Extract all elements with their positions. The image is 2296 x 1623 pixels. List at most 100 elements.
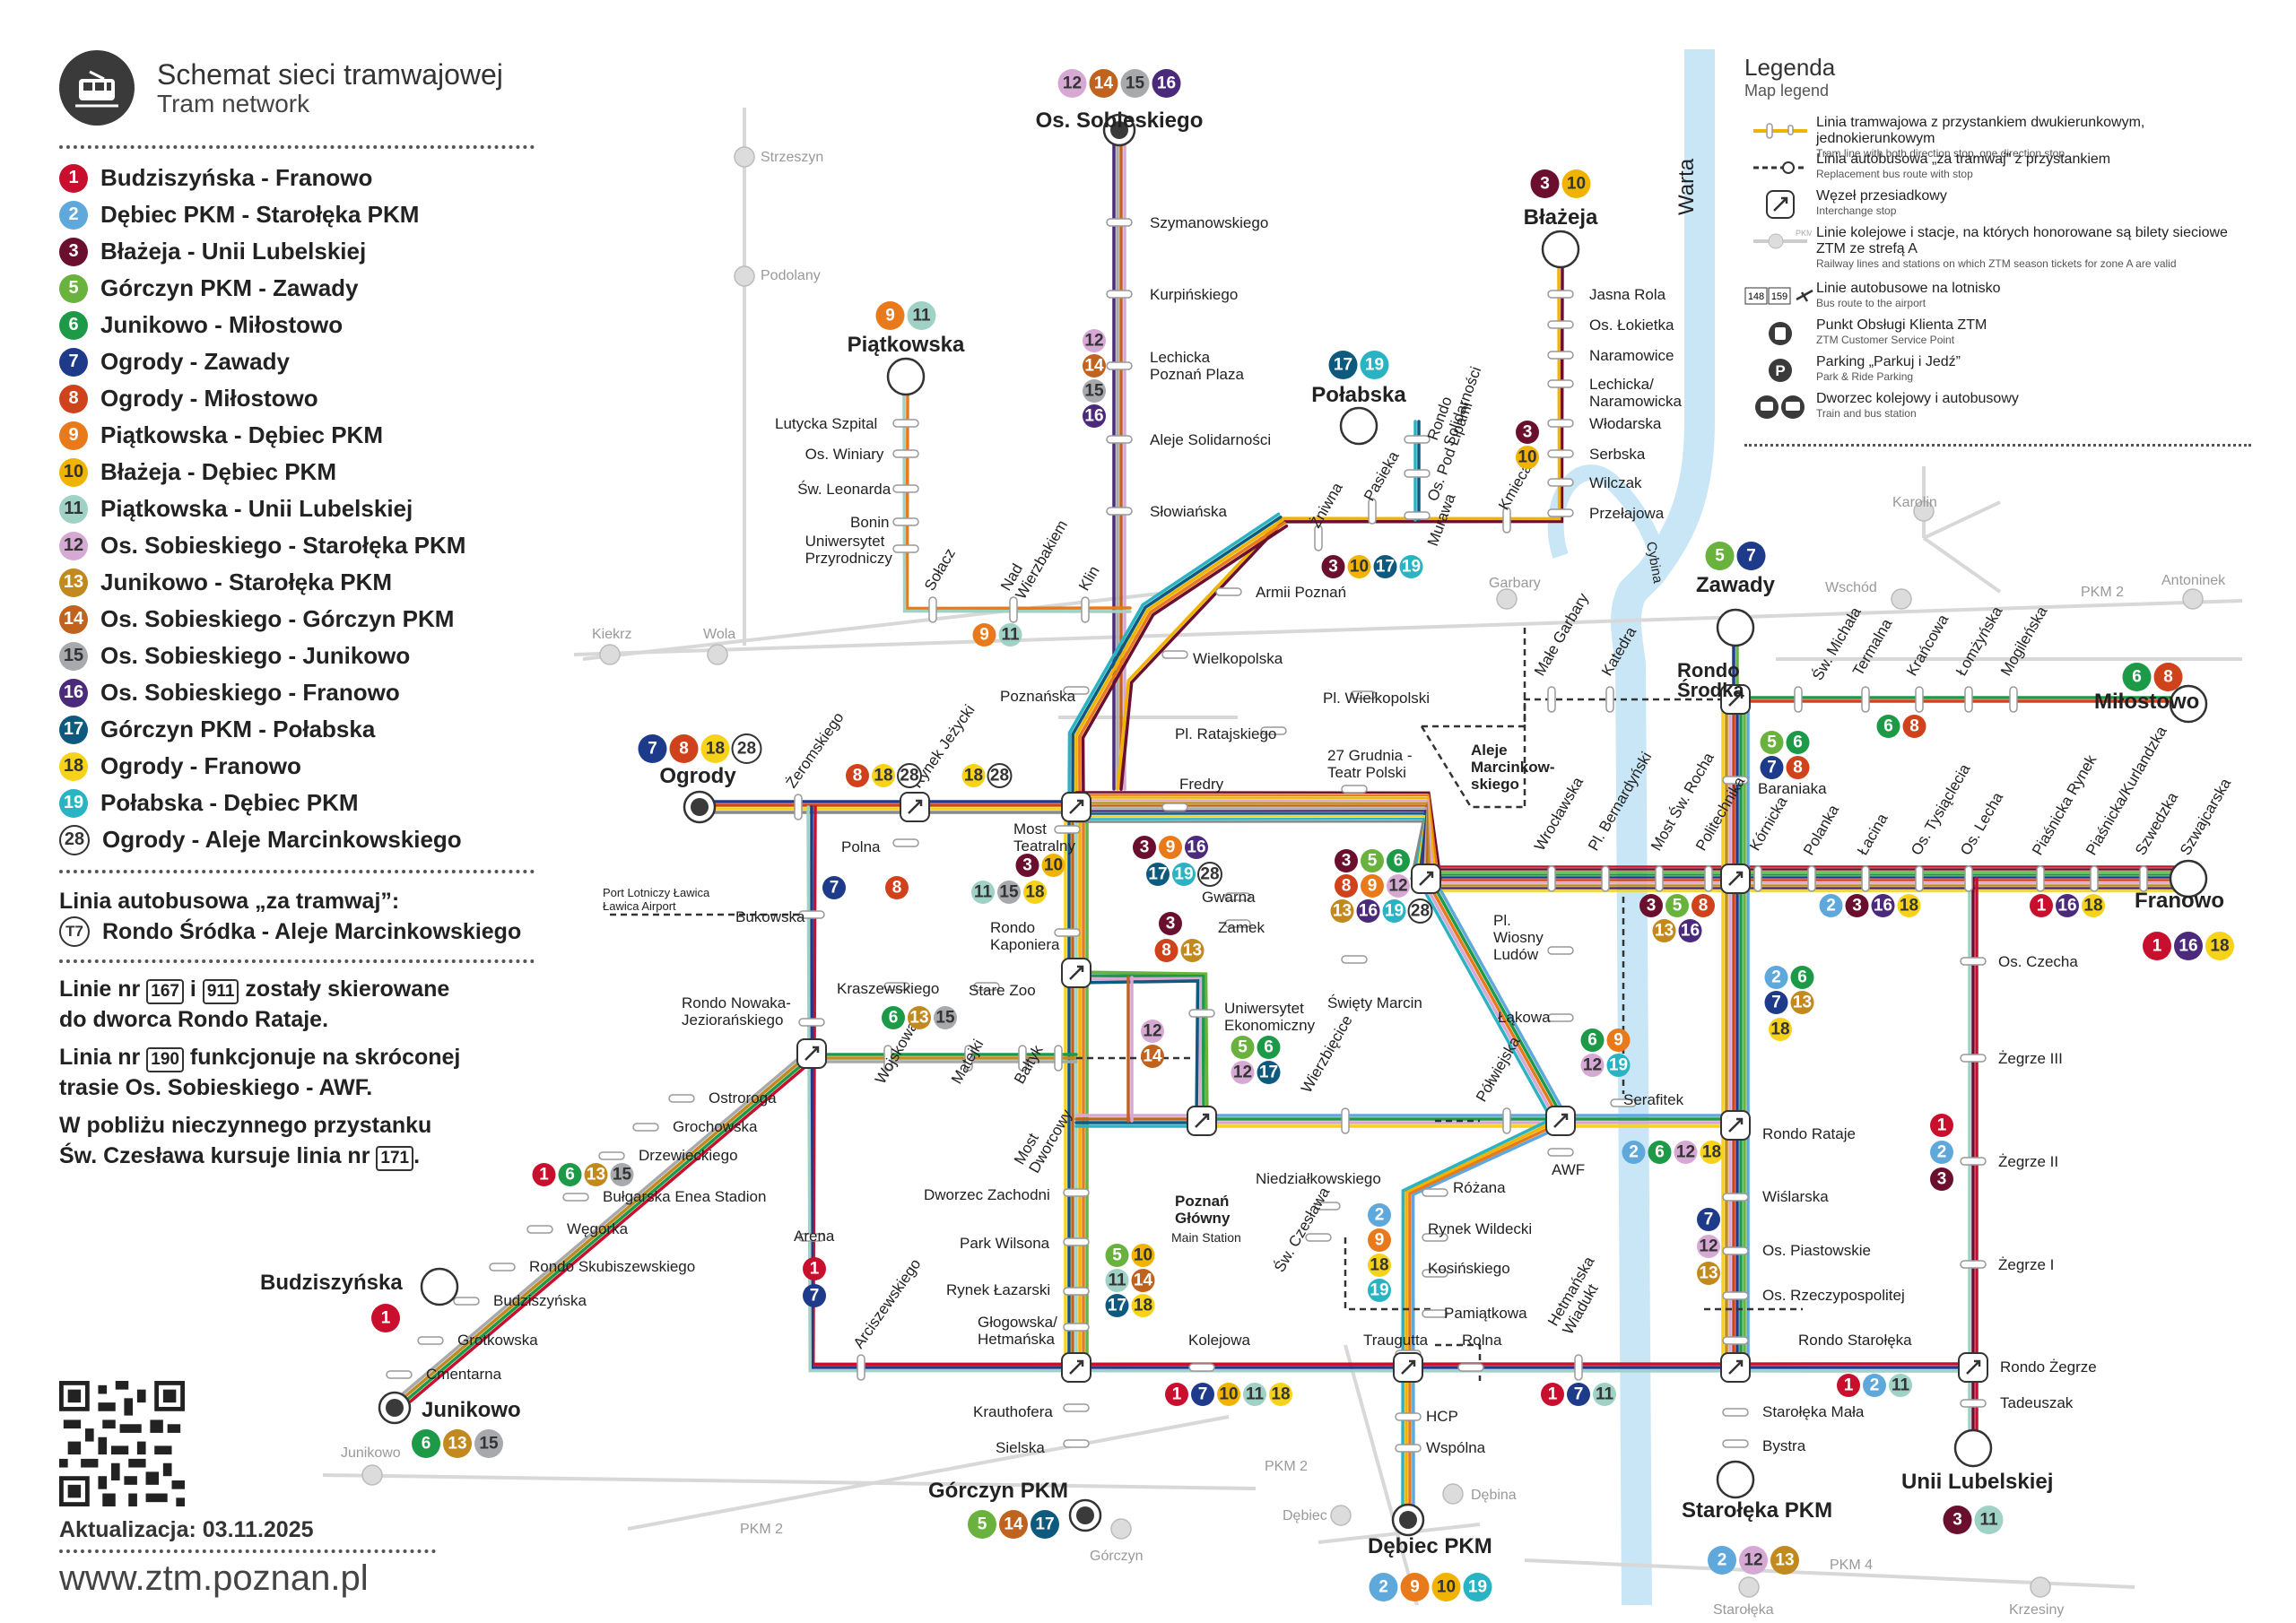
stop-marker	[1063, 1237, 1090, 1246]
stop-marker	[526, 1225, 553, 1234]
stop-label: Budziszyńska	[493, 1292, 587, 1309]
svg-text:9: 9	[1613, 1031, 1623, 1050]
line-badge-11: 11	[1974, 1506, 2004, 1534]
terminus-8[interactable]	[420, 1267, 459, 1306]
interchange-icon[interactable]	[1720, 1110, 1751, 1141]
stop-label: Bułgarska Enea Stadion	[603, 1188, 766, 1205]
svg-text:14: 14	[1143, 1047, 1162, 1066]
stop-marker	[1422, 1233, 1448, 1242]
svg-text:12: 12	[1143, 1022, 1161, 1041]
stop-marker	[1574, 1354, 1583, 1381]
interchange-icon[interactable]	[796, 1038, 827, 1069]
terminus-10[interactable]	[1068, 1498, 1102, 1532]
stop-label: Sołacz	[921, 545, 959, 594]
svg-text:13: 13	[1793, 994, 1812, 1012]
interchange-icon[interactable]	[1061, 792, 1091, 822]
route-name: Błażeja - Unii Lubelskiej	[100, 238, 367, 265]
interchange-icon[interactable]	[900, 792, 930, 822]
line-badge-3: 3	[1321, 555, 1345, 578]
svg-text:28: 28	[990, 767, 1009, 785]
stop-label: Drzewieckiego	[639, 1147, 738, 1164]
line-badge-16: 16	[1083, 404, 1106, 428]
svg-text:1: 1	[381, 1309, 391, 1328]
interchange-icon[interactable]	[1545, 1106, 1576, 1136]
stop-marker	[1753, 865, 1762, 892]
stop-marker	[1422, 1269, 1448, 1278]
stop-marker	[2090, 865, 2099, 892]
svg-text:10: 10	[1134, 1246, 1152, 1265]
stop-label: Park Wilsona	[960, 1235, 1050, 1252]
stop-marker	[892, 419, 919, 428]
terminus-12[interactable]	[1716, 1460, 1755, 1499]
rail-station-icon	[1891, 588, 1912, 610]
stop-marker	[1964, 686, 1973, 713]
terminus-11[interactable]	[1391, 1503, 1425, 1537]
route-name: Os. Sobieskiego - Górczyn PKM	[100, 605, 455, 632]
route-badge: 16	[59, 678, 88, 707]
svg-text:6: 6	[1793, 733, 1803, 752]
interchange-icon[interactable]	[1393, 1352, 1423, 1383]
website-link[interactable]: www.ztm.poznan.pl	[59, 1558, 369, 1598]
rail-label: Junikowo	[341, 1445, 401, 1461]
terminus-1[interactable]	[1541, 230, 1580, 269]
stop-marker	[1915, 686, 1924, 713]
interchange-icon[interactable]	[1061, 1352, 1091, 1383]
route-badge: 12	[59, 531, 88, 560]
interchange-icon[interactable]	[1187, 1106, 1217, 1136]
tram-line-17	[1071, 515, 1283, 809]
tram-line-6	[1427, 875, 1566, 1121]
stop-label: Zamek	[1218, 919, 1265, 936]
interchange-icon[interactable]	[1720, 864, 1751, 894]
line-badge-28: 28	[1197, 862, 1222, 887]
interchange-icon[interactable]	[1720, 684, 1751, 715]
terminus-2[interactable]	[886, 357, 926, 396]
stop-marker	[928, 596, 937, 623]
route-badge: 17	[59, 715, 88, 744]
terminus-7[interactable]	[2169, 859, 2208, 898]
interchange-icon[interactable]	[1411, 864, 1441, 894]
route-name: Dębiec PKM - Starołęka PKM	[100, 201, 420, 228]
line-badge-6: 6	[1876, 715, 1900, 738]
line-badge-18: 18	[2082, 894, 2105, 917]
line-badge-7: 7	[1760, 756, 1784, 779]
route-name: Ogrody - Aleje Marcinkowskiego	[102, 826, 462, 853]
terminus-4[interactable]	[683, 790, 717, 824]
route-name: Ogrody - Zawady	[100, 348, 290, 375]
terminus-13[interactable]	[1953, 1428, 1993, 1468]
line-badge-13: 13	[1330, 899, 1354, 923]
line-badge-5: 5	[1665, 894, 1689, 917]
stop-label: Jasna Rola	[1589, 286, 1666, 303]
line-badge-19: 19	[1382, 899, 1406, 923]
terminus-9[interactable]	[378, 1391, 412, 1425]
terminus-6[interactable]	[2169, 684, 2208, 724]
interchange-icon[interactable]	[1958, 1352, 1988, 1383]
stop-label: Os. Rzeczypospolitej	[1762, 1287, 1905, 1304]
stop-marker	[1722, 1439, 1749, 1448]
svg-text:7: 7	[810, 1287, 820, 1306]
stop-label: Lechicka/Naramowicka	[1589, 376, 1683, 410]
svg-text:1: 1	[1172, 1385, 1182, 1404]
line-badge-12: 12	[1674, 1141, 1698, 1164]
line-badge-9: 9	[972, 623, 996, 647]
rail-station-icon	[2030, 1576, 2051, 1598]
stop-label: Rondo Nowaka-Jeziorańskiego	[682, 994, 791, 1028]
terminus-0[interactable]	[1102, 113, 1136, 147]
stop-marker	[892, 449, 919, 458]
interchange-icon[interactable]	[1720, 1352, 1751, 1383]
legend-title: Legenda	[1744, 54, 1836, 81]
stop-marker	[1106, 435, 1133, 444]
legend-item-rail: PKM 1 Linie kolejowe i stacje, na któryc…	[1744, 225, 2256, 281]
stop-label: HetmańskaWiadukt	[1544, 1254, 1613, 1338]
interchange-icon[interactable]	[1061, 958, 1091, 988]
line-badge-8: 8	[1154, 939, 1178, 962]
stop-label: Dworzec Zachodni	[924, 1186, 1050, 1203]
stop-label: Poznańska	[1000, 688, 1076, 705]
svg-text:7: 7	[1767, 759, 1777, 777]
terminus-5[interactable]	[1716, 608, 1755, 647]
terminus-3[interactable]	[1339, 406, 1378, 446]
